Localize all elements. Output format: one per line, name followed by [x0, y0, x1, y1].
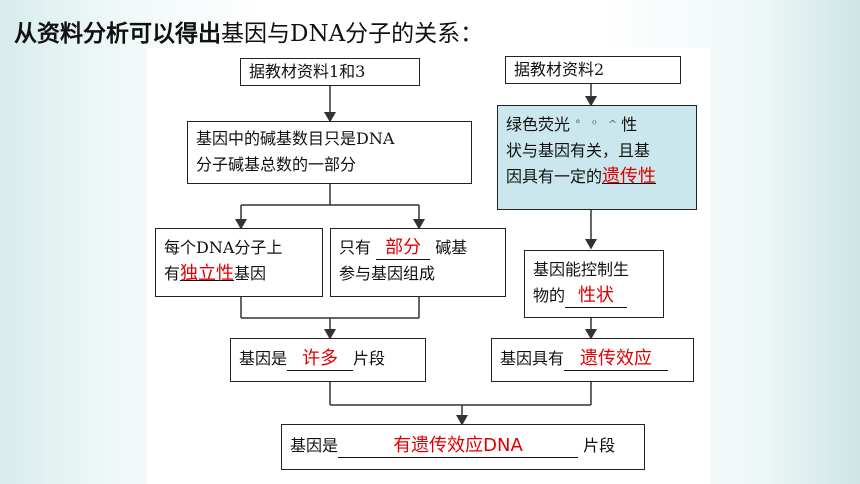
title-normal: 基因与DNA分子的关系： — [221, 21, 484, 47]
only-line2: 参与基因组成 — [339, 264, 436, 283]
answer-many: 许多 — [302, 348, 339, 369]
fraction-line2: 分子碱基总数的一部分 — [196, 155, 357, 174]
box-base-fraction: 基因中的碱基数目只是DNA 分子碱基总数的一部分 — [187, 121, 472, 184]
many-pre: 基因是 — [239, 349, 288, 368]
garbled-symbols: ° ⁰ ^ — [575, 118, 622, 131]
box-control-trait: 基因能控制生 物的性状 — [524, 250, 664, 318]
each-dna-line2-pre: 有 — [164, 264, 181, 283]
source-left-text: 据教材资料1和3 — [249, 62, 366, 81]
box-genetic-effect: 基因具有遗传效应 — [491, 338, 694, 382]
each-dna-line1: 每个DNA分子上 — [164, 238, 283, 257]
box-source-right: 据教材资料2 — [505, 56, 681, 84]
answer-final: 有遗传效应DNA — [393, 435, 523, 456]
answer-independence: 独立性 — [180, 263, 235, 284]
answer-trait: 性状 — [578, 285, 615, 306]
only-pre: 只有 — [339, 238, 372, 257]
green-line1-end: 性 — [621, 115, 638, 134]
final-post: 片段 — [583, 436, 616, 455]
final-pre: 基因是 — [290, 436, 339, 455]
each-dna-line2-post: 基因 — [234, 264, 267, 283]
many-post: 片段 — [353, 349, 386, 368]
box-many-fragments: 基因是许多片段 — [230, 338, 426, 382]
green-line2: 状与基因有关，且基 — [506, 141, 651, 160]
box-each-dna: 每个DNA分子上 有独立性基因 — [155, 228, 323, 297]
title-bold: 从资料分析可以得出 — [14, 21, 221, 47]
control-line2-pre: 物的 — [533, 286, 566, 305]
fraction-line1: 基因中的碱基数目只是DNA — [196, 129, 395, 148]
answer-genetic-effect: 遗传效应 — [580, 348, 653, 369]
box-only-part: 只有 部分 碱基 参与基因组成 — [330, 228, 506, 297]
box-final-conclusion: 基因是 有遗传效应DNA 片段 — [281, 424, 645, 470]
answer-part: 部分 — [385, 237, 422, 258]
only-post: 碱基 — [435, 238, 468, 257]
answer-heredity: 遗传性 — [602, 166, 657, 187]
green-line3: 因具有一定的 — [506, 167, 603, 186]
box-source-left: 据教材资料1和3 — [240, 58, 420, 86]
effect-pre: 基因具有 — [500, 349, 565, 368]
control-line1: 基因能控制生 — [533, 260, 630, 279]
box-green-fluorescent: 绿色荧光 ° ⁰ ^性 状与基因有关，且基 因具有一定的遗传性 — [497, 105, 697, 210]
green-line1: 绿色荧光 — [506, 115, 571, 134]
page-title: 从资料分析可以得出基因与DNA分子的关系： — [14, 14, 483, 48]
source-right-text: 据教材资料2 — [514, 60, 605, 79]
